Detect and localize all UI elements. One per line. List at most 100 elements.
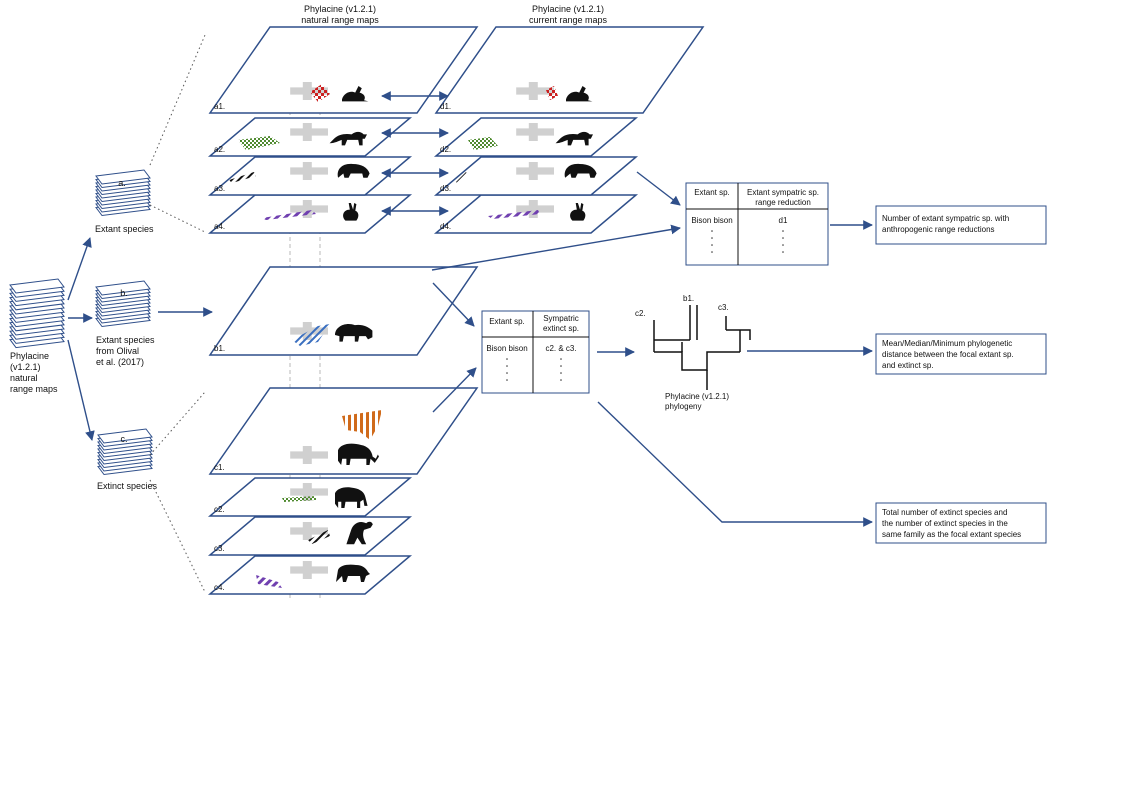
ellipsis-dot bbox=[560, 372, 562, 374]
reduction-row1-value: d1 bbox=[779, 216, 788, 225]
layer-d1-label: d1. bbox=[440, 102, 451, 111]
arrow-c-to-extinct-table bbox=[432, 367, 477, 413]
projection-c-bottom bbox=[149, 479, 206, 593]
extinct-row1-species: Bison bison bbox=[486, 344, 527, 353]
ellipsis-dot bbox=[506, 358, 508, 360]
layer-a2-cheetah-icon bbox=[329, 131, 367, 146]
projection-c-top bbox=[149, 391, 206, 456]
source-label-line1: Phylacine bbox=[10, 351, 49, 361]
stack-b-caption-line1: Extant species bbox=[96, 335, 155, 345]
ellipsis-dot bbox=[506, 372, 508, 374]
extinct-row1-value: c2. & c3. bbox=[545, 344, 576, 353]
phylogeny-tip-b1: b1. bbox=[683, 294, 694, 303]
stack-b-label: b. bbox=[120, 288, 128, 298]
layer-a2-label: a2. bbox=[214, 145, 225, 154]
layer-a4-rabbit-icon bbox=[343, 203, 359, 221]
natural-range-layer-b: b1. bbox=[208, 266, 479, 356]
extinct-col2-header-sub: extinct sp. bbox=[543, 324, 579, 333]
layer-d3-label: d3. bbox=[440, 184, 451, 193]
layer-c4-label: c4. bbox=[214, 583, 225, 592]
layer-c2-range bbox=[282, 496, 316, 502]
stack-c: c. Extinct species bbox=[97, 428, 158, 491]
ellipsis-dot bbox=[560, 379, 562, 381]
layer-d1-panel bbox=[434, 26, 705, 114]
source-map-sheet bbox=[9, 278, 65, 294]
layer-d3-bear-icon bbox=[564, 163, 597, 178]
output2-line3: and extinct sp. bbox=[882, 361, 934, 370]
ellipsis-dot bbox=[506, 379, 508, 381]
output2-line1: Mean/Median/Minimum phylogenetic bbox=[882, 339, 1012, 348]
arrow-b1-to-extinct-table bbox=[432, 282, 475, 327]
layer-c1-range bbox=[342, 410, 382, 440]
layer-a3-range bbox=[229, 172, 256, 183]
ellipsis-dot bbox=[782, 230, 784, 232]
stack-c-caption: Extinct species bbox=[97, 481, 158, 491]
ellipsis-dot bbox=[782, 251, 784, 253]
output3-line2: the number of extinct species in the bbox=[882, 519, 1008, 528]
layer-c3-sloth-icon bbox=[346, 521, 373, 545]
sympatric-extinct-table: Extant sp. Sympatric extinct sp. Bison b… bbox=[481, 310, 590, 394]
output2-line2: distance between the focal extant sp. bbox=[882, 350, 1014, 359]
ellipsis-dot bbox=[711, 244, 713, 246]
ellipsis-dot bbox=[782, 237, 784, 239]
ellipsis-dot bbox=[711, 251, 713, 253]
layer-c2-elephant-icon bbox=[335, 487, 368, 508]
layer-a1-label: a1. bbox=[214, 102, 225, 111]
output3-line3: same family as the focal extant species bbox=[882, 530, 1021, 539]
natural-range-layers-a: a4. a3. a2. a1. bbox=[207, 26, 479, 234]
layer-d2-cheetah-icon bbox=[555, 131, 593, 146]
layer-a1-range bbox=[310, 84, 330, 102]
current-maps-header: Phylacine (v1.2.1) bbox=[532, 4, 604, 14]
current-maps-header-sub: current range maps bbox=[529, 15, 608, 25]
layer-a4-label: a4. bbox=[214, 222, 225, 231]
range-reduction-table: Extant sp. Extant sympatric sp. range re… bbox=[685, 182, 829, 266]
arrow-d-to-reduction-table bbox=[636, 171, 681, 206]
projection-a-top bbox=[149, 34, 206, 166]
layer-d4-rabbit-icon bbox=[570, 203, 586, 221]
phylogeny-label: Phylacine (v1.2.1) bbox=[665, 392, 729, 401]
output-box-extinct-counts: Total number of extinct species and the … bbox=[875, 502, 1047, 544]
layer-b1-panel bbox=[208, 266, 479, 356]
arrow-b1-to-reduction-table bbox=[431, 224, 681, 271]
layer-c4-range bbox=[256, 575, 282, 588]
layer-c1-panel bbox=[208, 387, 479, 475]
layer-a4-range bbox=[262, 210, 316, 220]
extinct-col2-header: Sympatric bbox=[543, 314, 579, 323]
layer-d3-range bbox=[456, 172, 468, 184]
ellipsis-dot bbox=[711, 230, 713, 232]
output3-line1: Total number of extinct species and bbox=[882, 508, 1007, 517]
phylogeny-tree: c2. b1. c3. Phylacine (v1.2.1) phylogeny bbox=[635, 294, 751, 411]
layer-d2-label: d2. bbox=[440, 145, 451, 154]
output1-line2: anthropogenic range reductions bbox=[882, 225, 995, 234]
layer-a2-range bbox=[238, 136, 280, 150]
layer-d4-range bbox=[488, 210, 540, 219]
layer-d1-range bbox=[546, 86, 558, 100]
layer-c1-label: c1. bbox=[214, 463, 225, 472]
stack-a: a. Extant species bbox=[95, 169, 154, 234]
source-map-stack: Phylacine (v1.2.1) natural range maps bbox=[9, 278, 65, 394]
phylogeny-tip-c2: c2. bbox=[635, 309, 646, 318]
layer-c3-range bbox=[308, 530, 330, 544]
layer-c3-label: c3. bbox=[214, 544, 225, 553]
layer-d2-range bbox=[468, 137, 498, 150]
stack-b: b. Extant species from Olival et al. (20… bbox=[95, 280, 155, 367]
projection-a-bottom bbox=[149, 204, 206, 233]
layer-a3-label: a3. bbox=[214, 184, 225, 193]
layer-b1-label: b1. bbox=[214, 344, 225, 353]
reduction-col2-header-sub: range reduction bbox=[755, 198, 811, 207]
output1-line1: Number of extant sympatric sp. with bbox=[882, 214, 1009, 223]
arrow-source-to-c bbox=[67, 339, 95, 441]
output-box-phylogenetic-distance: Mean/Median/Minimum phylogenetic distanc… bbox=[875, 333, 1047, 375]
extinct-range-layers-c: c4. c3. c2. c1. bbox=[207, 387, 479, 595]
stack-a-caption: Extant species bbox=[95, 224, 154, 234]
natural-maps-header-sub: natural range maps bbox=[301, 15, 379, 25]
stack-b-caption-line3: et al. (2017) bbox=[96, 357, 144, 367]
ellipsis-dot bbox=[711, 237, 713, 239]
current-range-layers-d: d4.d3.d2.d1. bbox=[433, 26, 705, 234]
phylogeny-tip-c3: c3. bbox=[718, 303, 729, 312]
reduction-row1-species: Bison bison bbox=[691, 216, 732, 225]
layer-c2-label: c2. bbox=[214, 505, 225, 514]
layer-a3-bear-icon bbox=[337, 163, 370, 178]
stack-b-sheet bbox=[95, 280, 151, 296]
